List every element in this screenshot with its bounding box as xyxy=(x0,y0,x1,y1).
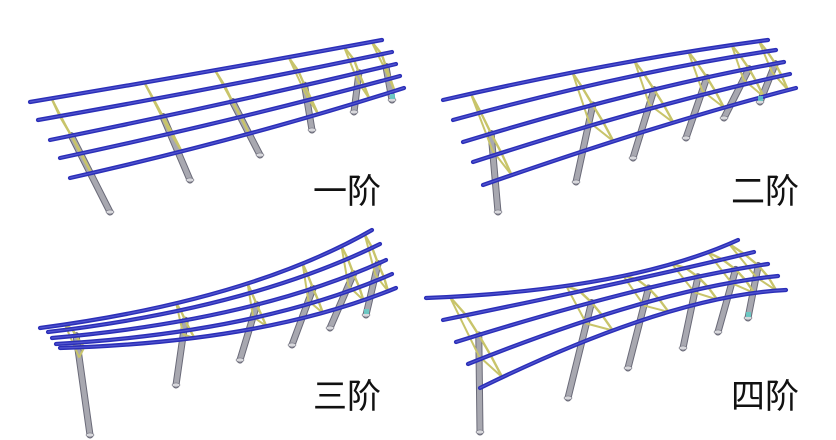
purlin-rail-5-highlight xyxy=(69,87,405,179)
purlin-rail-3-highlight xyxy=(51,259,387,339)
knee-brace-a-2 xyxy=(143,82,170,131)
knee-brace-a-3 xyxy=(214,69,240,114)
purlin-rail-2-highlight xyxy=(442,251,755,321)
knee-brace-a-4 xyxy=(301,263,310,301)
purlin-rail-1-highlight xyxy=(29,39,383,103)
mode-panel-4: 四阶 xyxy=(418,220,836,440)
knee-brace-b-5 xyxy=(731,282,755,294)
knee-brace-a-4 xyxy=(287,56,308,96)
mode-3-label: 三阶 xyxy=(313,377,381,417)
purlin-rail-2-highlight xyxy=(47,243,381,333)
knee-brace-a-6 xyxy=(758,40,773,73)
knee-brace-a-4 xyxy=(687,51,704,92)
purlin-rail-4-highlight xyxy=(55,273,393,345)
knee-brace-a-5 xyxy=(707,251,733,284)
mode-4-label: 四阶 xyxy=(731,377,799,417)
knee-brace-a-3 xyxy=(246,283,255,318)
purlin-rail-2-highlight xyxy=(452,49,777,121)
column-5-fill xyxy=(327,271,357,331)
purlin-rail-1-highlight xyxy=(425,239,739,299)
column-base-3 xyxy=(235,357,245,363)
knee-brace-b-6 xyxy=(386,73,396,92)
purlin-rail-5-highlight xyxy=(479,289,787,389)
mode-2-structure-diagram xyxy=(440,37,799,216)
column-3-fill xyxy=(237,302,260,363)
column-5-fill xyxy=(715,266,739,335)
column-base-2 xyxy=(563,395,573,401)
purlin-rail-3-highlight xyxy=(49,63,397,141)
mode-1-label: 一阶 xyxy=(313,172,381,212)
column-1-fill xyxy=(476,332,483,435)
mode-2-label: 二阶 xyxy=(731,172,799,212)
mode-panel-3: 三阶 xyxy=(0,220,418,440)
column-5-fill xyxy=(721,66,752,121)
knee-brace-a-1 xyxy=(50,97,81,153)
column-base-3 xyxy=(628,155,638,161)
mode-panel-1: 一阶 xyxy=(0,0,418,220)
column-base-2 xyxy=(185,177,195,183)
column-base-4 xyxy=(307,127,317,133)
support-marker xyxy=(390,94,395,99)
column-base-4 xyxy=(678,345,688,351)
column-2-fill xyxy=(565,299,595,401)
column-base-5 xyxy=(719,115,729,121)
column-base-1 xyxy=(475,429,485,435)
knee-brace-a-2 xyxy=(571,72,591,123)
mode-3-structure-diagram xyxy=(37,227,399,439)
column-base-1 xyxy=(493,209,503,215)
knee-brace-a-1 xyxy=(449,296,480,357)
knee-brace-a-6 xyxy=(728,243,757,278)
column-base-1 xyxy=(105,209,115,215)
knee-brace-a-6 xyxy=(363,233,377,276)
column-base-3 xyxy=(255,152,265,158)
knee-brace-b-3 xyxy=(643,304,669,313)
purlin-rail-3 xyxy=(47,61,399,143)
knee-brace-a-5 xyxy=(730,44,745,80)
column-base-3 xyxy=(623,365,633,371)
column-base-5 xyxy=(325,325,335,331)
column-base-2 xyxy=(171,382,181,388)
column-2-fill xyxy=(573,102,596,185)
purlin-rail-1-highlight xyxy=(39,229,373,329)
mode-4-structure-diagram xyxy=(423,237,789,436)
purlin-rail-3-highlight xyxy=(462,61,785,143)
support-marker xyxy=(746,312,751,317)
knee-brace-b-6 xyxy=(374,274,389,292)
support-marker xyxy=(758,96,763,101)
purlin-rail-1-highlight xyxy=(442,39,769,101)
knee-brace-a-1 xyxy=(469,93,494,152)
knee-brace-a-3 xyxy=(633,60,651,105)
column-4-fill xyxy=(683,74,710,141)
knee-brace-b-1 xyxy=(78,151,93,174)
column-base-4 xyxy=(287,342,297,348)
column-3-fill xyxy=(630,87,657,161)
column-base-2 xyxy=(571,179,581,185)
purlin-rail-5-highlight xyxy=(59,287,397,349)
column-6-fill xyxy=(363,261,381,318)
purlin-rail-4-highlight xyxy=(467,275,779,365)
purlin-rail-4-highlight xyxy=(472,73,791,163)
purlin-rail-2-highlight xyxy=(37,51,393,121)
knee-brace-b-2 xyxy=(586,322,614,332)
knee-brace-b-5 xyxy=(357,80,371,100)
mode-1-structure-diagram xyxy=(27,37,407,216)
column-1-fill xyxy=(488,131,501,215)
column-3-fill xyxy=(625,285,651,371)
column-1-fill xyxy=(73,333,93,438)
column-base-4 xyxy=(681,135,691,141)
purlin-rail-4-highlight xyxy=(59,75,401,159)
knee-brace-a-5 xyxy=(340,246,350,286)
knee-brace-b-6 xyxy=(771,71,789,91)
column-base-1 xyxy=(85,432,95,438)
support-marker xyxy=(364,309,369,314)
column-base-5 xyxy=(349,109,359,115)
purlin-rail-3-highlight xyxy=(455,263,769,343)
mode-panel-2: 二阶 xyxy=(418,0,836,220)
column-base-5 xyxy=(713,329,723,335)
